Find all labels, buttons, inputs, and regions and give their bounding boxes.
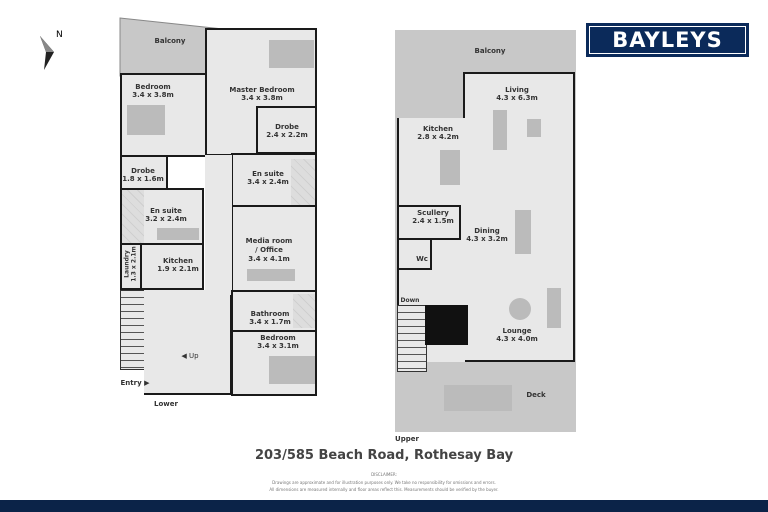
- dims: 4.3 x 3.2m: [466, 235, 508, 243]
- label: Bedroom: [260, 334, 296, 342]
- up-label: ◀ Up: [181, 352, 198, 361]
- dims: 2.8 x 4.2m: [417, 133, 459, 141]
- upper-caption: Upper: [395, 435, 419, 443]
- label: Kitchen: [422, 125, 454, 133]
- label: Deck: [526, 391, 546, 399]
- lower-kitchen: [140, 243, 204, 290]
- arrow-right-icon: ▶: [141, 379, 150, 387]
- dims: 3.4 x 4.1m: [248, 255, 290, 263]
- bathroom: [231, 290, 317, 332]
- corridor: [205, 155, 232, 295]
- stair-void: [425, 305, 468, 345]
- label: Drobe: [131, 167, 155, 175]
- lower-bedroom-2: [231, 330, 317, 396]
- north-arrow-icon: [40, 36, 54, 70]
- label: Lounge: [502, 327, 532, 335]
- label: Bedroom: [135, 83, 171, 91]
- label: Balcony: [474, 47, 506, 55]
- dims: 2.4 x 1.5m: [412, 217, 454, 225]
- disclaimer-line2: All dimensions are measured internally a…: [269, 487, 499, 492]
- arrow-left-icon: ◀: [181, 352, 190, 360]
- master-ensuite: [231, 153, 317, 207]
- entry-text: Entry: [120, 379, 142, 387]
- footer-bar: [0, 500, 768, 512]
- compass-label: N: [56, 30, 63, 40]
- wc: [397, 238, 432, 270]
- dims: 3.4 x 3.8m: [132, 91, 174, 99]
- lower-hall: [144, 290, 232, 395]
- dims: 1.9 x 2.1m: [157, 265, 199, 273]
- dims: 1.3 x 2.1m: [130, 246, 138, 282]
- living-dining-lounge: [463, 72, 575, 362]
- label: Balcony: [154, 37, 186, 45]
- label: Media room / Office: [245, 237, 293, 254]
- lower-ensuite: [120, 188, 204, 245]
- label: Wc: [416, 255, 428, 263]
- dims: 3.2 x 2.4m: [145, 215, 187, 223]
- dims: 3.4 x 3.1m: [257, 342, 299, 350]
- disclaimer-line1: Drawings are approximate and for illustr…: [272, 480, 496, 485]
- compass: N: [36, 30, 76, 75]
- dims: 3.4 x 3.8m: [241, 94, 283, 102]
- dims: 2.4 x 2.2m: [266, 131, 308, 139]
- address-title: 203/585 Beach Road, Rothesay Bay: [254, 448, 514, 463]
- deck-table: [444, 385, 512, 411]
- up-text: Up: [189, 352, 199, 360]
- label: Drobe: [275, 123, 299, 131]
- label: Bathroom: [250, 310, 290, 318]
- master-bedroom: [205, 28, 317, 80]
- dims: 3.4 x 1.7m: [249, 318, 291, 326]
- lower-stairs: [120, 290, 146, 370]
- scullery: [397, 205, 461, 240]
- dims: 4.3 x 4.0m: [496, 335, 538, 343]
- label: Kitchen: [162, 257, 194, 265]
- label: En suite: [150, 207, 182, 215]
- bayleys-logo: BAYLEYS: [586, 23, 749, 57]
- lower-drobe: [120, 155, 168, 190]
- media-room: [231, 205, 317, 292]
- disclaimer-heading: DISCLAIMER:: [371, 472, 397, 477]
- logo-text: BAYLEYS: [589, 26, 746, 54]
- label: Scullery: [417, 209, 449, 217]
- label: Master Bedroom: [229, 86, 295, 94]
- upper-stairs: [397, 305, 427, 372]
- entry-label: Entry ▶: [121, 379, 150, 388]
- lower-caption: Lower: [154, 400, 178, 408]
- label: En suite: [252, 170, 284, 178]
- dims: 4.3 x 6.3m: [496, 94, 538, 102]
- label: Dining: [474, 227, 500, 235]
- kitchen-island: [440, 150, 460, 185]
- label: Living: [505, 86, 529, 94]
- dims: 1.8 x 1.6m: [122, 175, 164, 183]
- dims: 3.4 x 2.4m: [247, 178, 289, 186]
- down-label: Down: [400, 297, 420, 304]
- lower-bedroom-1: [120, 73, 207, 157]
